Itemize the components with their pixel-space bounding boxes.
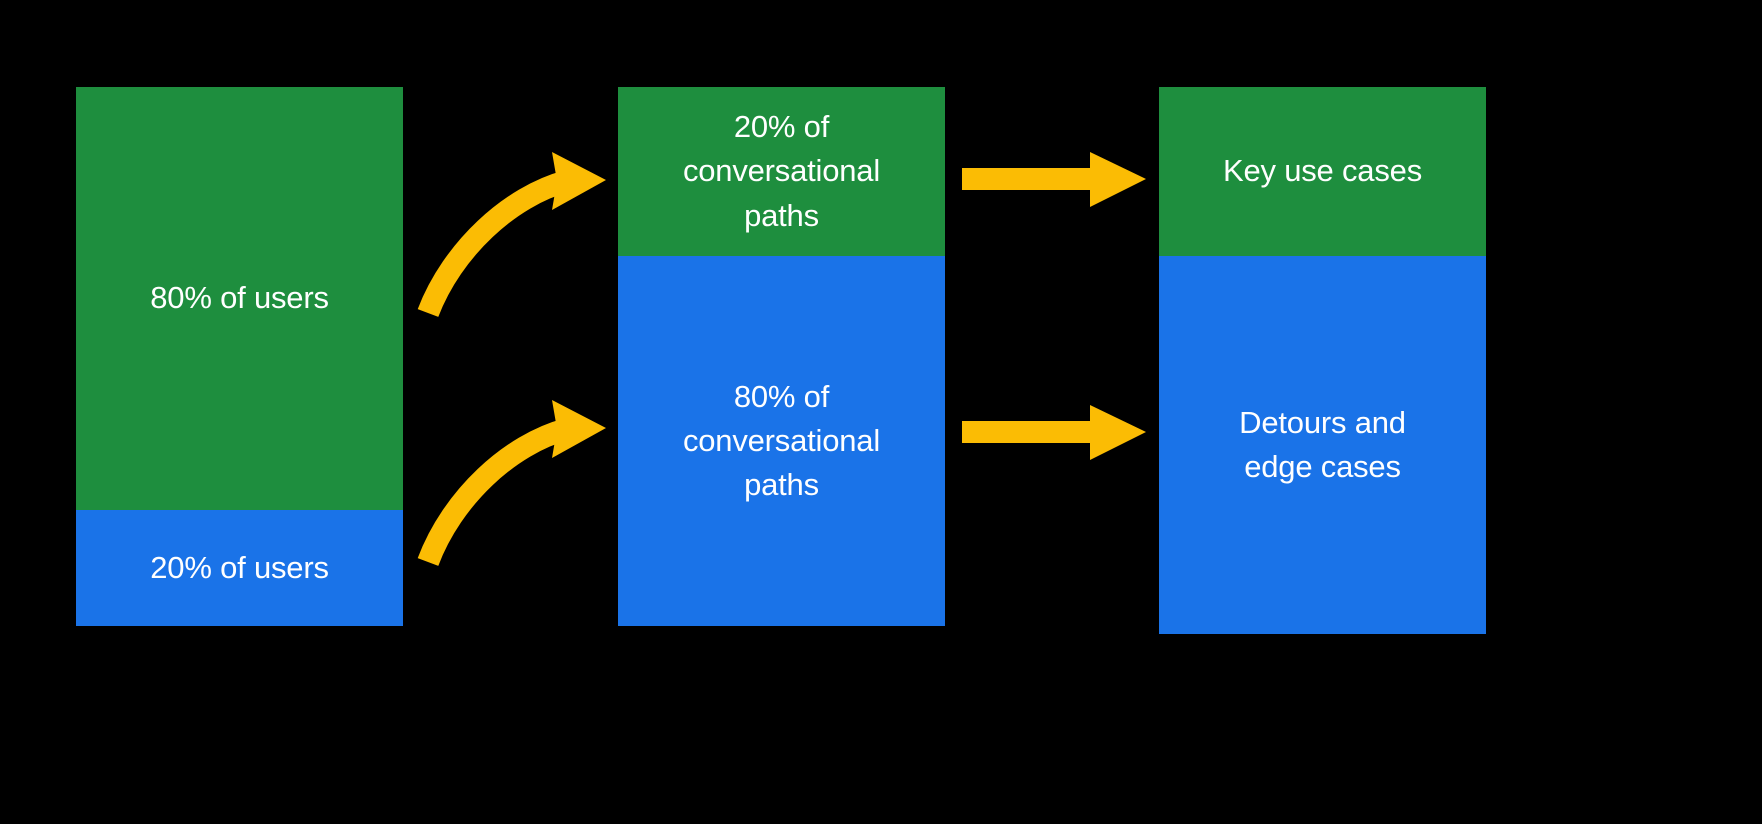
segment-outcomes-green-label: Key use cases <box>1222 153 1422 189</box>
segment-users-blue: 20% of users <box>76 510 403 626</box>
straight-arrow-paths-to-outcomes-lower-icon <box>962 405 1146 460</box>
segment-outcomes-blue: Detours and edge cases <box>1159 256 1486 634</box>
segment-paths-green: 20% of conversational paths <box>618 87 945 256</box>
segment-users-blue-label: 20% of users <box>150 549 329 585</box>
segment-users-green-label: 80% of users <box>150 280 329 316</box>
column-conversational-paths: 20% of conversational paths 80% of conve… <box>618 87 945 626</box>
column-users: 80% of users 20% of users <box>76 87 403 626</box>
segment-paths-green-label: 20% of conversational paths <box>682 109 881 233</box>
straight-arrow-paths-to-outcomes-upper-icon <box>962 152 1146 207</box>
curved-arrow-users-to-paths-upper-icon <box>417 152 606 318</box>
segment-paths-blue-label: 80% of conversational paths <box>682 378 881 502</box>
segment-paths-blue: 80% of conversational paths <box>618 256 945 626</box>
column-outcomes: Key use cases Detours and edge cases <box>1159 87 1486 634</box>
segment-users-green: 80% of users <box>76 87 403 510</box>
segment-outcomes-blue-label: Detours and edge cases <box>1239 404 1406 484</box>
segment-outcomes-green: Key use cases <box>1159 87 1486 256</box>
curved-arrow-users-to-paths-lower-icon <box>417 400 606 567</box>
